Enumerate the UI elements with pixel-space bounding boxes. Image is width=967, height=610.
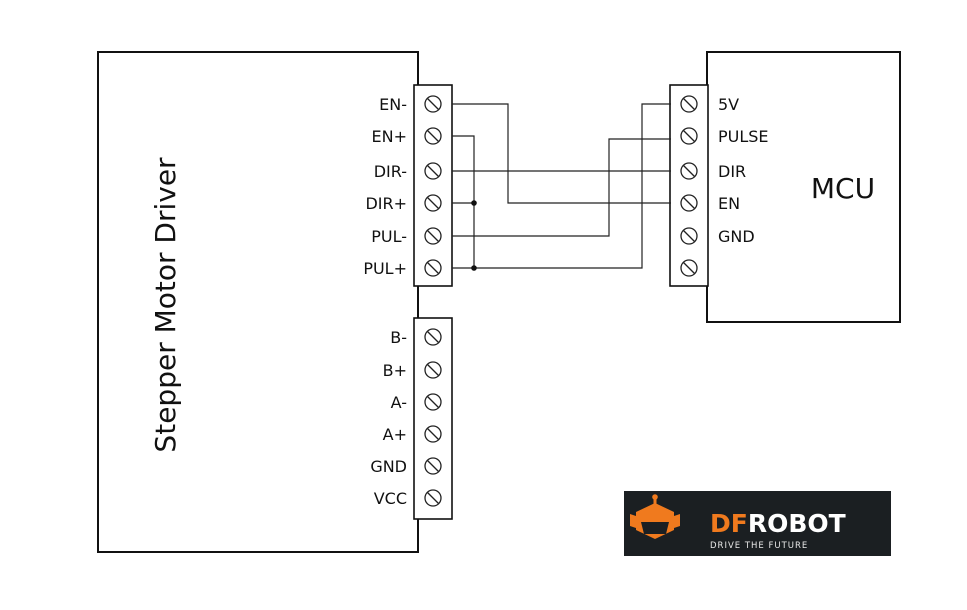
driver-pin-label-dir-minus: DIR- <box>374 162 407 181</box>
driver-screw-en-plus <box>424 127 442 145</box>
terminal-screws <box>424 95 698 507</box>
mcu-pin-label-en: EN <box>718 194 740 213</box>
driver-screw-a-plus <box>424 425 442 443</box>
wire-pul-minus-to-pulse <box>452 138 671 237</box>
mcu-terminal-block <box>669 84 709 287</box>
mcu-screw-unused <box>680 259 698 277</box>
driver-pin-label-pul-minus: PUL- <box>371 227 407 246</box>
dfrobot-logo: DFROBOT DRIVE THE FUTURE <box>624 491 891 556</box>
driver-screw-pul-minus <box>424 227 442 245</box>
mcu-pin-label-pulse: PULSE <box>718 127 769 146</box>
driver-pin-label-pul-plus: PUL+ <box>363 259 407 278</box>
driver-pin-label-b-minus: B- <box>390 328 407 347</box>
mcu-box <box>706 51 901 323</box>
driver-screw-a-minus <box>424 393 442 411</box>
mcu-screw-en <box>680 194 698 212</box>
junction-dot-pul-plus <box>471 265 477 271</box>
driver-pin-label-a-minus: A- <box>391 393 407 412</box>
driver-screw-b-minus <box>424 328 442 346</box>
mcu-screw-dir <box>680 162 698 180</box>
driver-screw-en-minus <box>424 95 442 113</box>
mcu-screw-pulse <box>680 127 698 145</box>
wire-en-minus-to-en <box>452 103 671 204</box>
driver-title: Stepper Motor Driver <box>149 157 182 453</box>
logo-brand-df: DF <box>710 509 748 538</box>
driver-top-terminal-block <box>413 84 453 287</box>
driver-screw-gnd <box>424 457 442 475</box>
driver-screw-b-plus <box>424 361 442 379</box>
driver-screw-dir-plus <box>424 194 442 212</box>
driver-pin-label-b-plus: B+ <box>383 361 407 380</box>
mcu-pin-label-dir: DIR <box>718 162 746 181</box>
driver-pin-label-a-plus: A+ <box>383 425 407 444</box>
driver-screw-dir-minus <box>424 162 442 180</box>
driver-pin-label-gnd: GND <box>370 457 407 476</box>
stepper-driver-box <box>97 51 419 553</box>
mcu-screw-5v <box>680 95 698 113</box>
driver-screw-vcc <box>424 489 442 507</box>
wire-common-bus <box>452 135 475 268</box>
mcu-screw-gnd <box>680 227 698 245</box>
wire-common-to-5v <box>452 103 671 269</box>
wires <box>452 103 671 271</box>
logo-brand: DFROBOT <box>710 509 846 538</box>
driver-pin-label-en-minus: EN- <box>379 95 407 114</box>
junction-dot-dir-plus <box>471 200 477 206</box>
robot-mascot-icon <box>630 494 680 539</box>
mcu-pin-label-gnd: GND <box>718 227 755 246</box>
logo-tagline: DRIVE THE FUTURE <box>710 541 808 551</box>
driver-screw-pul-plus <box>424 259 442 277</box>
mcu-title: MCU <box>811 172 875 205</box>
driver-pin-label-vcc: VCC <box>374 489 407 508</box>
driver-bottom-terminal-block <box>413 317 453 520</box>
pin-labels: EN- EN+ DIR- DIR+ PUL- PUL+ B- B+ A- A+ GND VCC 5V PU… <box>363 95 768 508</box>
driver-pin-label-en-plus: EN+ <box>372 127 407 146</box>
logo-brand-robot: ROBOT <box>748 509 846 538</box>
mcu-pin-label-5v: 5V <box>718 95 739 114</box>
driver-pin-label-dir-plus: DIR+ <box>365 194 407 213</box>
